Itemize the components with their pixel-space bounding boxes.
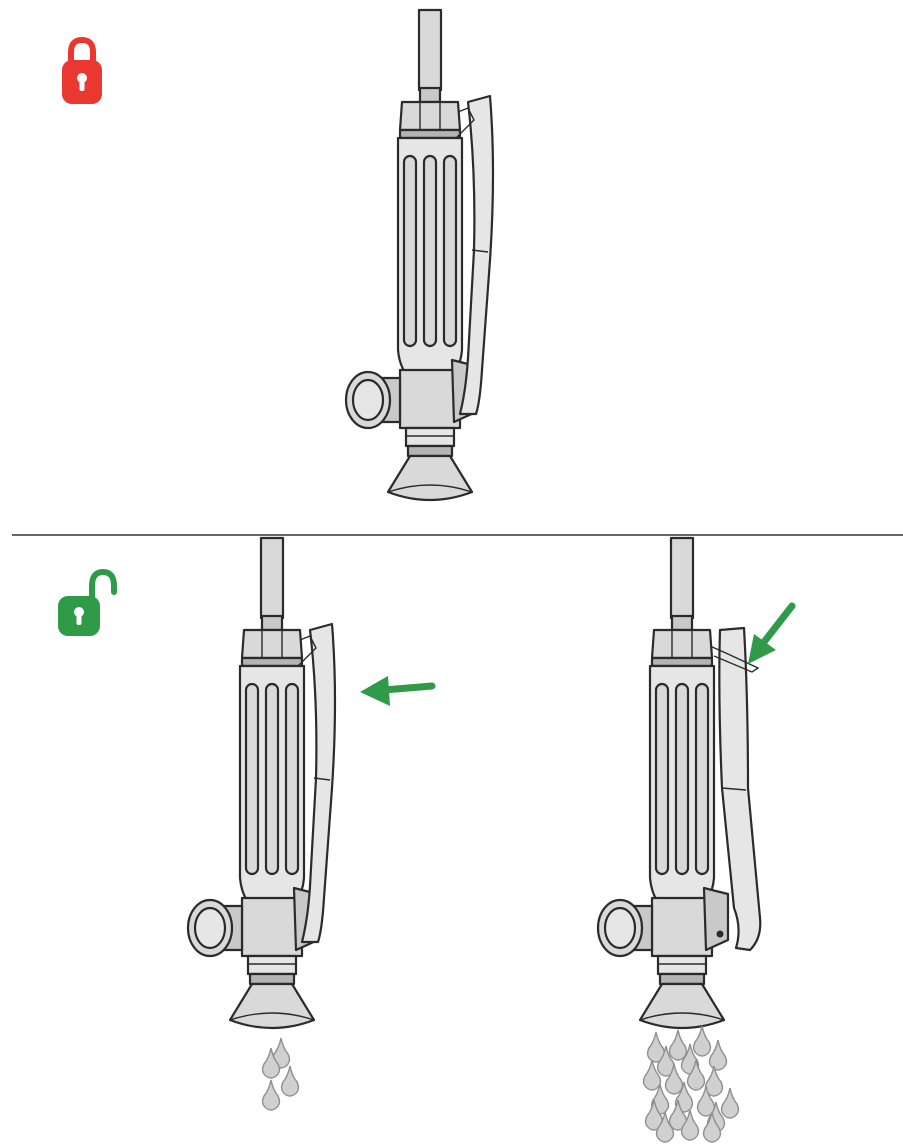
- arrow-left-icon: [360, 676, 436, 706]
- panel-unlocked-squeezed: [596, 536, 796, 1143]
- padlock-closed-icon: [62, 36, 102, 104]
- arrow-down-left-icon: [748, 602, 796, 664]
- panel-locked: [62, 8, 495, 502]
- drip-drops: [261, 1037, 300, 1111]
- panel-unlocked-rest: [58, 536, 436, 1111]
- padlock-open-icon: [58, 568, 117, 636]
- full-flow-drops: [642, 1025, 740, 1143]
- nozzle-unlocked-squeezed: [596, 536, 762, 1030]
- nozzle-unlocked-rest: [186, 536, 337, 1030]
- nozzle-locked: [344, 8, 495, 502]
